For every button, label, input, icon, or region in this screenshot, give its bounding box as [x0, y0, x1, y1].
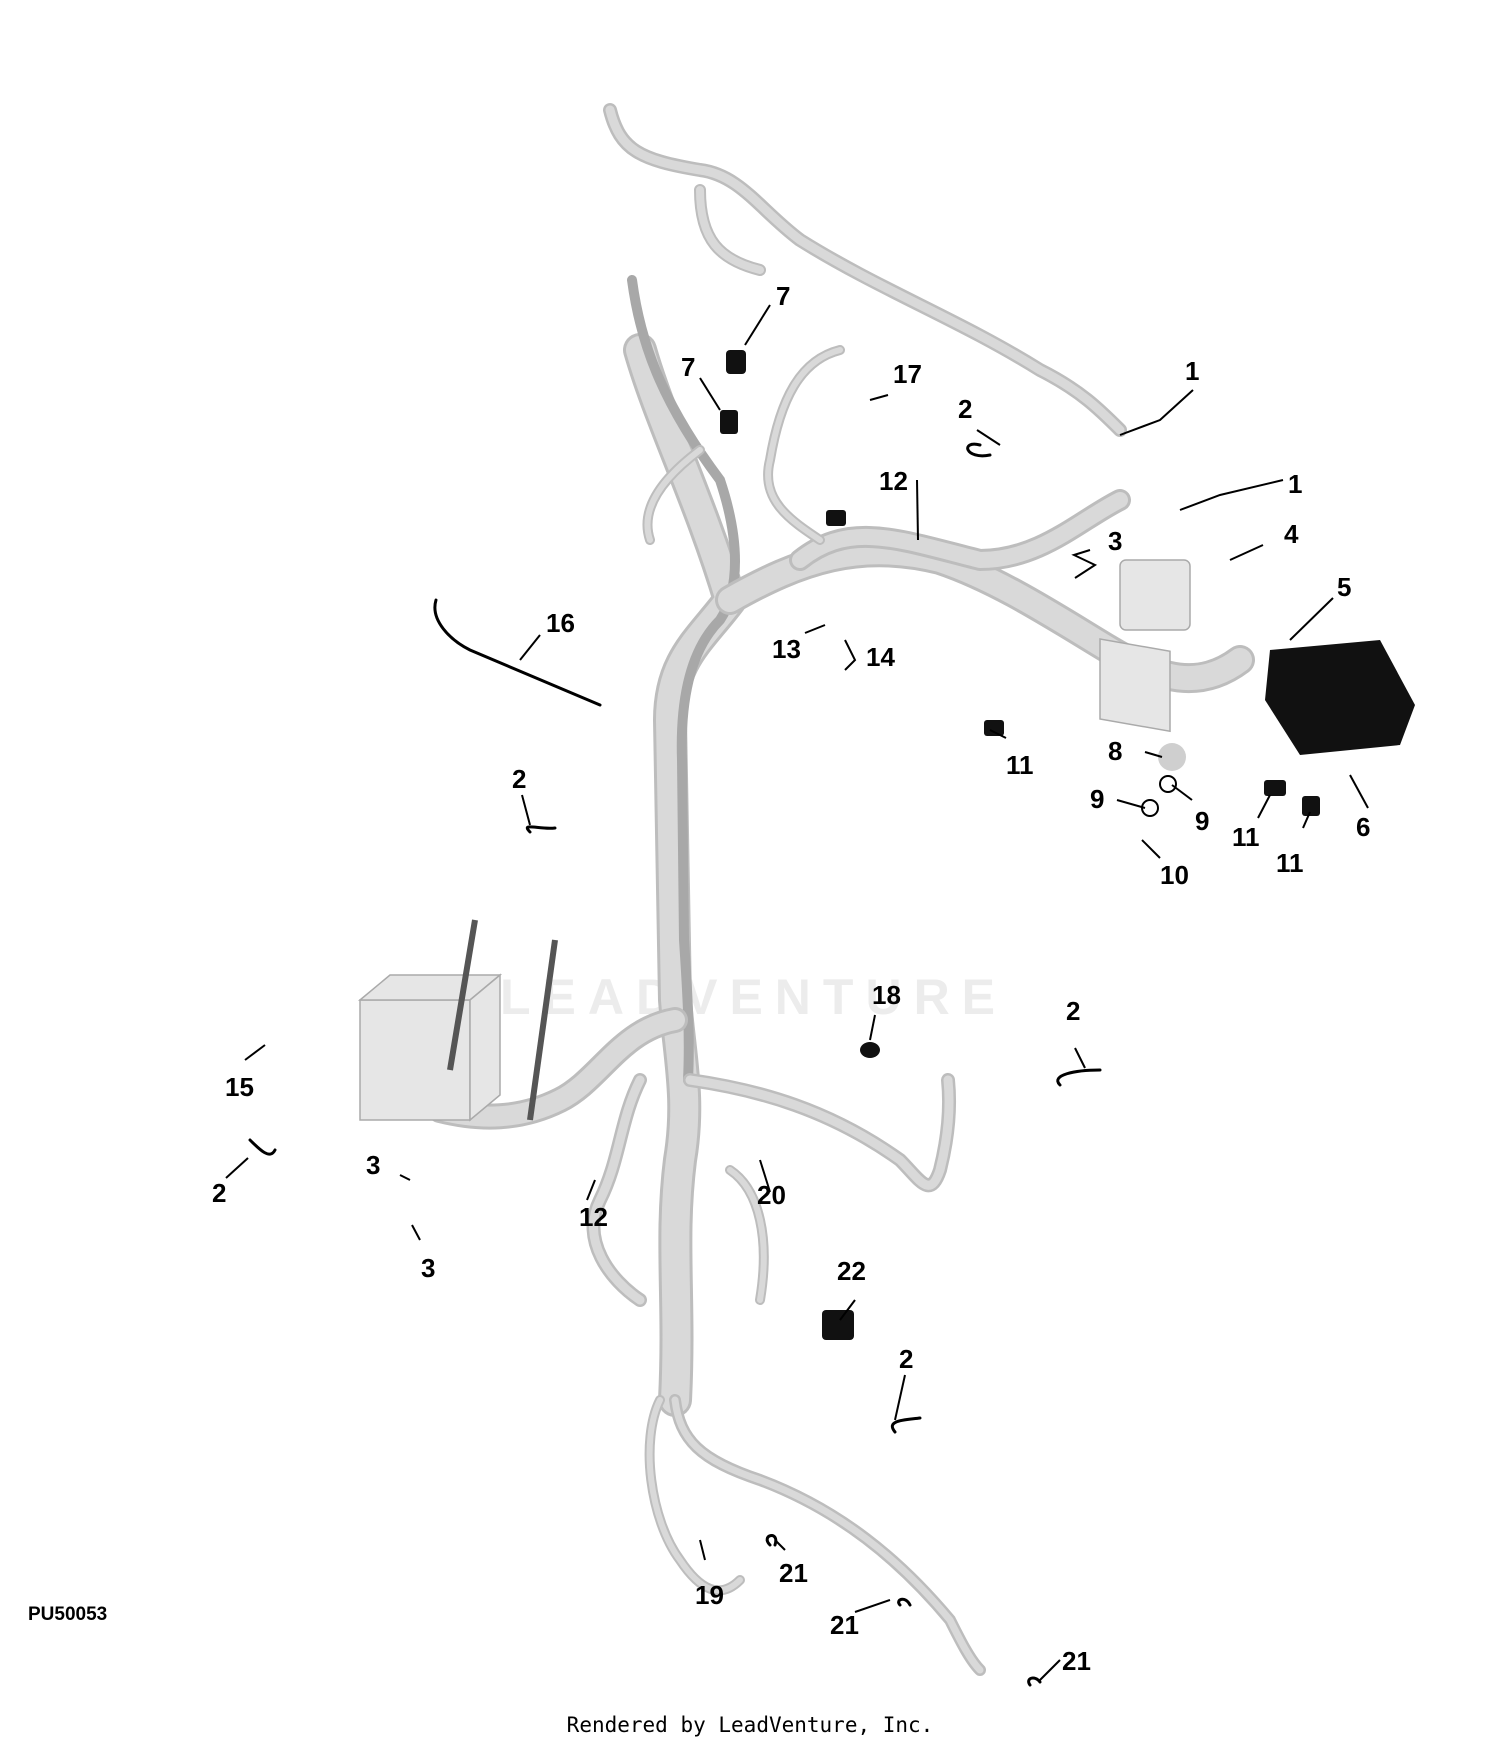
callout-10: 10 [1160, 860, 1189, 890]
callout-4: 4 [1284, 519, 1299, 549]
callout-17: 17 [893, 359, 922, 389]
callout-13: 13 [772, 634, 801, 664]
callout-2: 2 [212, 1178, 226, 1208]
callout-15: 15 [225, 1072, 254, 1102]
callout-1: 1 [1288, 469, 1302, 499]
callout-2: 2 [512, 764, 526, 794]
callouts: 1 1 2 2 2 2 2 3 3 3 4 5 6 7 7 8 9 9 10 1… [212, 281, 1370, 1676]
callout-21: 21 [830, 1610, 859, 1640]
callout-11: 11 [1006, 750, 1034, 780]
callout-2: 2 [1066, 996, 1080, 1026]
watermark: LEADVENTURE [500, 969, 1008, 1025]
callout-19: 19 [695, 1580, 724, 1610]
callout-2: 2 [958, 394, 972, 424]
callout-11: 11 [1276, 848, 1304, 878]
callout-9: 9 [1195, 806, 1209, 836]
callout-21: 21 [1062, 1646, 1091, 1676]
callout-18: 18 [872, 980, 901, 1010]
callout-5: 5 [1337, 572, 1351, 602]
callout-11: 11 [1232, 822, 1260, 852]
callout-8: 8 [1108, 736, 1122, 766]
callout-16: 16 [546, 608, 575, 638]
leader-lines [225, 304, 1369, 1681]
callout-7: 7 [681, 352, 695, 382]
callout-20: 20 [757, 1180, 786, 1210]
callout-3: 3 [1108, 526, 1122, 556]
callout-1: 1 [1185, 356, 1199, 386]
callout-12: 12 [579, 1202, 608, 1232]
callout-3: 3 [366, 1150, 380, 1180]
callout-14: 14 [866, 642, 895, 672]
callout-22: 22 [837, 1256, 866, 1286]
callout-12: 12 [879, 466, 908, 496]
callout-21: 21 [779, 1558, 808, 1588]
callout-2: 2 [899, 1344, 913, 1374]
wiring-harness [248, 103, 1415, 1687]
render-credit: Rendered by LeadVenture, Inc. [566, 1713, 934, 1737]
callout-6: 6 [1356, 812, 1370, 842]
figure-code: PU50053 [28, 1604, 108, 1625]
callout-3: 3 [421, 1253, 435, 1283]
callout-9: 9 [1090, 784, 1104, 814]
callout-7: 7 [776, 281, 790, 311]
